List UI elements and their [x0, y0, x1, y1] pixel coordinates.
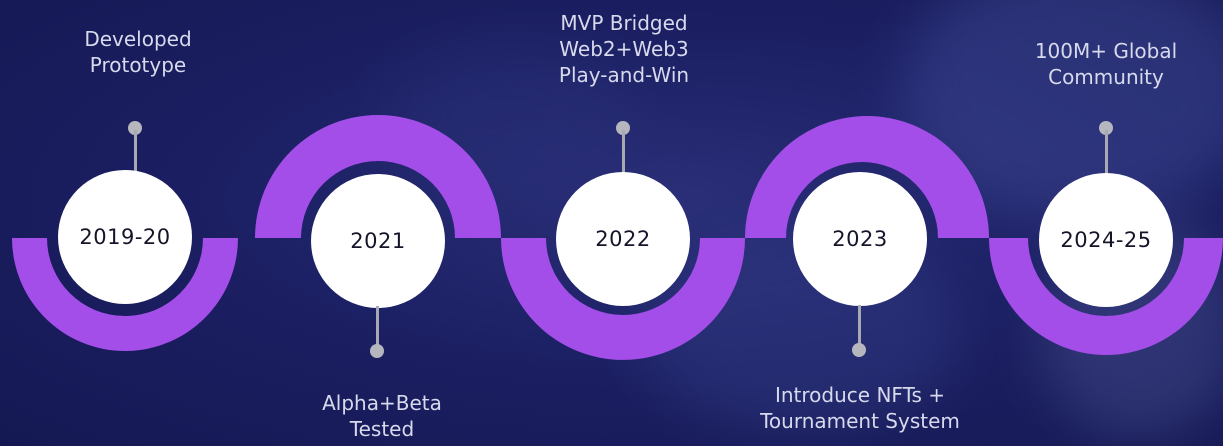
connector-dot	[1099, 121, 1113, 135]
wave-segment	[501, 238, 745, 360]
connector-line	[858, 305, 861, 351]
wave-segment	[989, 238, 1223, 355]
connector-dot	[370, 344, 384, 358]
wave-segment	[745, 116, 989, 238]
milestone-year: 2019-20	[58, 170, 192, 304]
milestone-label: Alpha+Beta Tested	[322, 391, 442, 441]
connector-line	[134, 130, 137, 174]
milestone-year: 2023	[793, 172, 927, 306]
wave-segment	[12, 238, 238, 351]
connector-line	[1105, 130, 1108, 174]
connector-dot	[852, 343, 866, 357]
milestone-year: 2024-25	[1039, 173, 1173, 307]
connector-dot	[128, 121, 142, 135]
milestone-label: Developed Prototype	[84, 27, 192, 77]
connector-dot	[616, 121, 630, 135]
connector-line	[622, 130, 625, 174]
connector-line	[376, 306, 379, 352]
milestone-label: 100M+ Global Community	[1034, 39, 1178, 89]
wave-segment	[255, 115, 501, 238]
milestone-year: 2022	[556, 172, 690, 306]
milestone-label: Introduce NFTs + Tournament System	[760, 383, 960, 433]
milestone-label: MVP Bridged Web2+Web3 Play-and-Win	[558, 11, 690, 87]
milestone-year: 2021	[311, 174, 445, 308]
